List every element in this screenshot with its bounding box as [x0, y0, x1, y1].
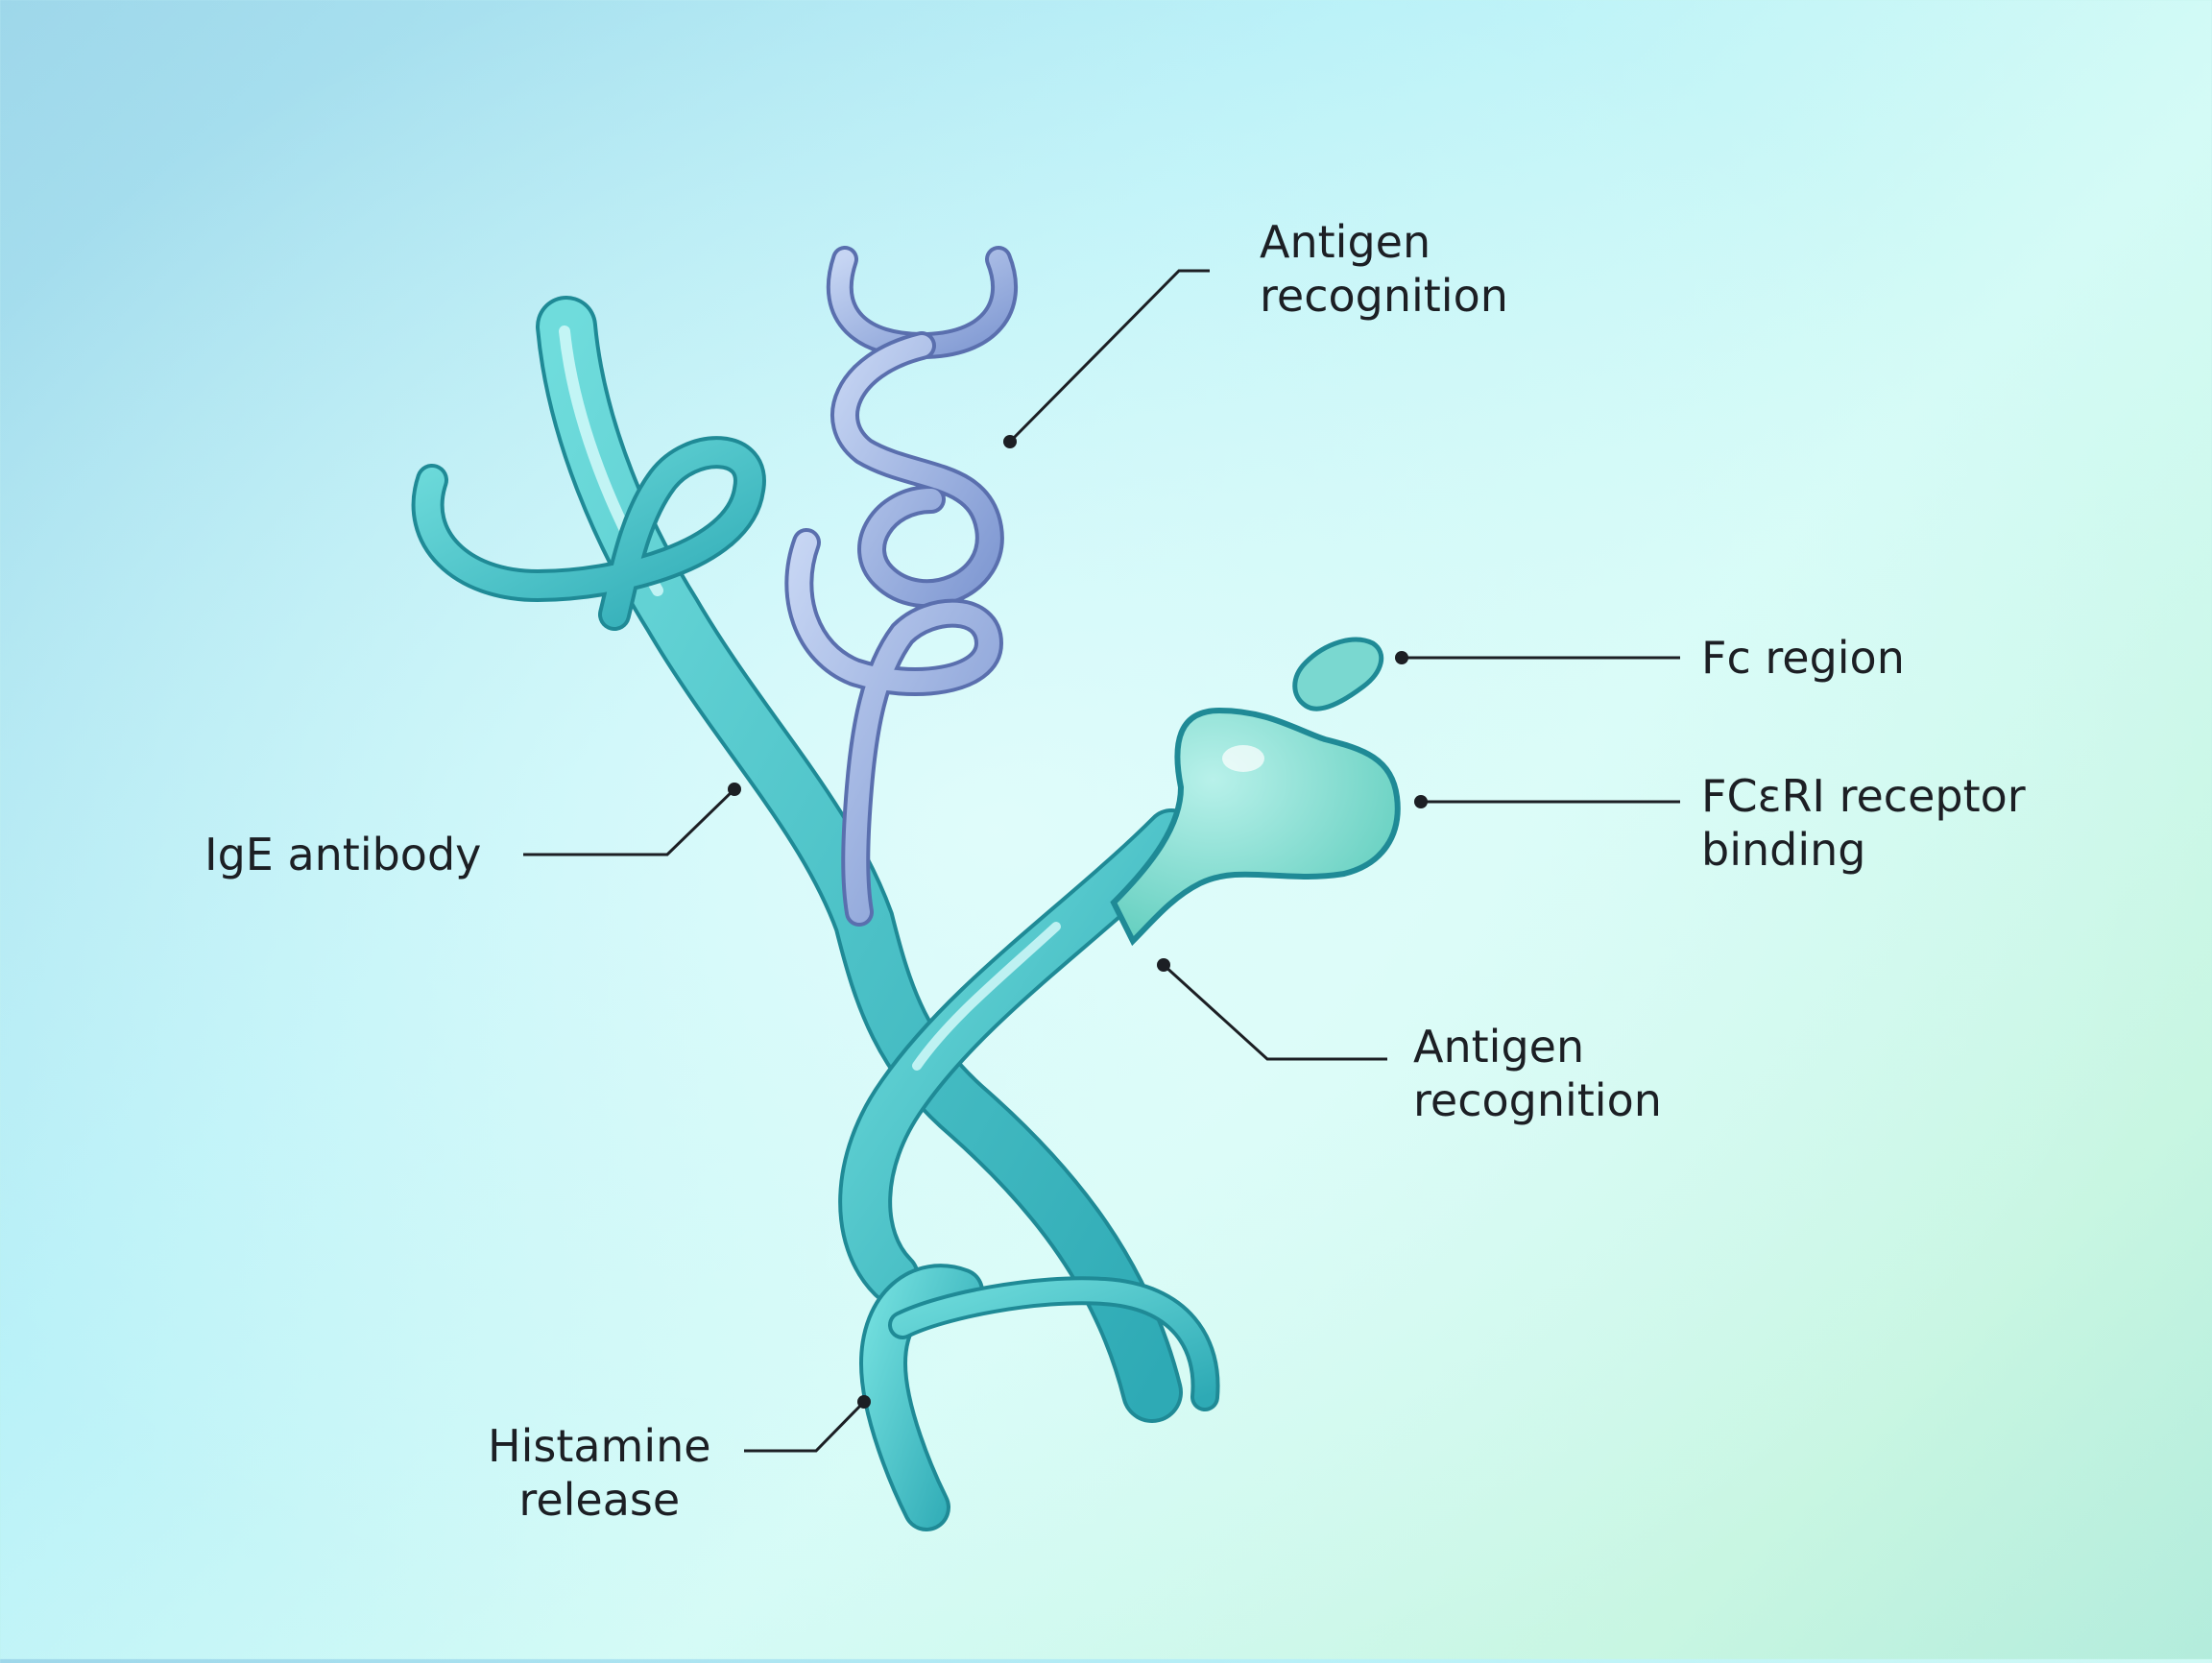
- label-antigen-bottom-line1: Antigen: [1413, 1021, 1585, 1073]
- antigen-coil: [784, 246, 1019, 927]
- label-histamine-line1: Histamine: [488, 1420, 711, 1472]
- dot-antigen-bottom: [1157, 958, 1170, 972]
- fc-strand: [838, 808, 1198, 1304]
- label-fc-region: Fc region: [1701, 631, 1905, 685]
- leader-antigen-bottom: [1162, 963, 1387, 1061]
- lower-loop: [858, 1264, 1220, 1531]
- dot-antigen-top: [1003, 435, 1017, 448]
- dot-ige-antibody: [728, 783, 741, 796]
- leader-antigen-top: [1008, 269, 1210, 444]
- label-fcer-binding-line1: FCεRI receptor: [1701, 770, 2026, 822]
- leader-dots: [728, 435, 1428, 1409]
- label-fc-region-text: Fc region: [1701, 632, 1905, 684]
- label-antigen-bottom-line2: recognition: [1413, 1074, 1662, 1126]
- leader-lines: [523, 269, 1680, 1453]
- dot-fc-region: [1395, 651, 1408, 664]
- label-antigen-top-line2: recognition: [1260, 270, 1508, 322]
- leader-ige-antibody: [523, 787, 736, 856]
- label-fcer-binding: FCεRI receptor binding: [1701, 769, 2026, 877]
- label-fcer-binding-line2: binding: [1701, 824, 1866, 876]
- dot-histamine: [857, 1395, 871, 1409]
- label-ige-antibody: IgE antibody: [204, 828, 481, 881]
- label-histamine: Histamine release: [488, 1419, 711, 1527]
- label-histamine-line2: release: [518, 1474, 681, 1526]
- upper-loop: [411, 436, 766, 631]
- label-ige-antibody-text: IgE antibody: [204, 829, 482, 880]
- label-antigen-bottom: Antigen recognition: [1413, 1020, 1662, 1127]
- label-antigen-top-line1: Antigen: [1260, 216, 1431, 268]
- fc-fragment: [1292, 637, 1384, 711]
- label-antigen-top: Antigen recognition: [1260, 215, 1508, 323]
- fc-bulb: [1110, 707, 1401, 947]
- leader-histamine: [744, 1400, 866, 1453]
- dot-fcer-binding: [1414, 795, 1428, 808]
